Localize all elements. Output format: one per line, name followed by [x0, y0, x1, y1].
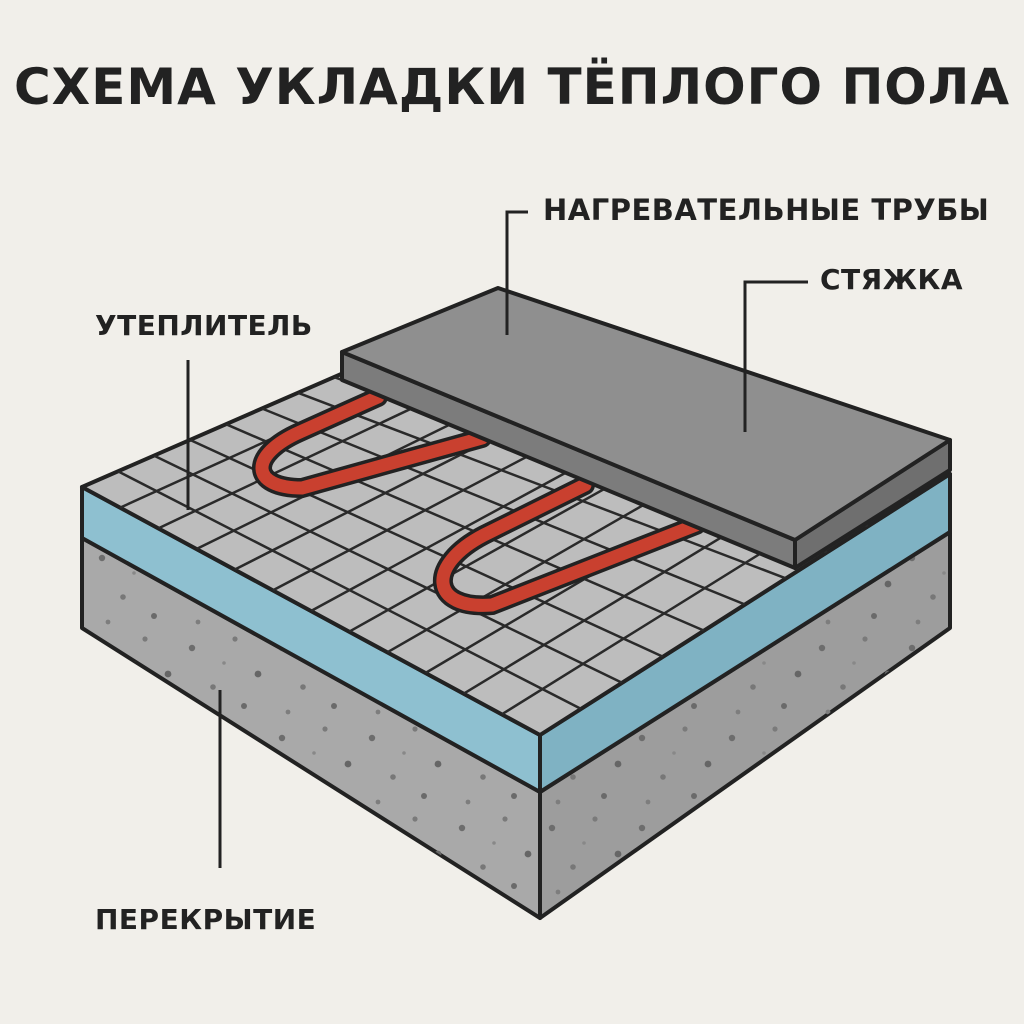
grid-line [297, 391, 787, 580]
leader-pipes [505, 210, 528, 335]
label-insulation: УТЕПЛИТЕЛЬ [95, 309, 313, 342]
grid-line [153, 454, 623, 684]
grid-line [117, 470, 582, 711]
label-slab: ПЕРЕКРЫТИЕ [95, 903, 317, 936]
label-screed: СТЯЖКА [820, 263, 964, 296]
grid-line [261, 407, 746, 606]
slab-right-speckle [540, 532, 950, 918]
grid-line [225, 423, 705, 632]
pipe-loop-2 [436, 478, 703, 612]
label-heating-pipes: НАГРЕВАТЕЛЬНЫЕ ТРУБЫ [543, 193, 990, 227]
pipe-loop-1 [255, 390, 489, 495]
page-title: СХЕМА УКЛАДКИ ТЁПЛОГО ПОЛА [13, 58, 1011, 116]
slab-front-speckle [82, 538, 540, 918]
leader-lines [186, 210, 808, 868]
screed-top-surface [340, 286, 952, 542]
leader-screed [743, 280, 808, 432]
heating-pipes [252, 387, 706, 616]
